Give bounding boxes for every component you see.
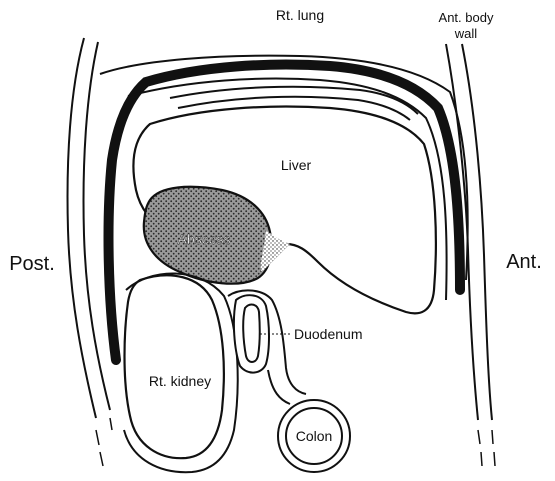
label-ant-body-wall-line1: Ant. body — [439, 10, 494, 25]
label-ant-body-wall-line2: wall — [454, 26, 478, 41]
anterior-body-wall — [446, 44, 495, 466]
label-colon: Colon — [296, 428, 333, 444]
label-duodenum: Duodenum — [294, 326, 363, 342]
label-liver: Liver — [281, 157, 312, 173]
label-rt-kidney: Rt. kidney — [149, 373, 211, 389]
label-ant: Ant. — [506, 251, 542, 273]
duodenum — [234, 295, 269, 372]
label-post: Post. — [9, 253, 55, 275]
label-abscess: Abscess — [178, 231, 231, 247]
label-rt-lung: Rt. lung — [276, 7, 324, 23]
right-kidney-outline — [125, 275, 224, 458]
